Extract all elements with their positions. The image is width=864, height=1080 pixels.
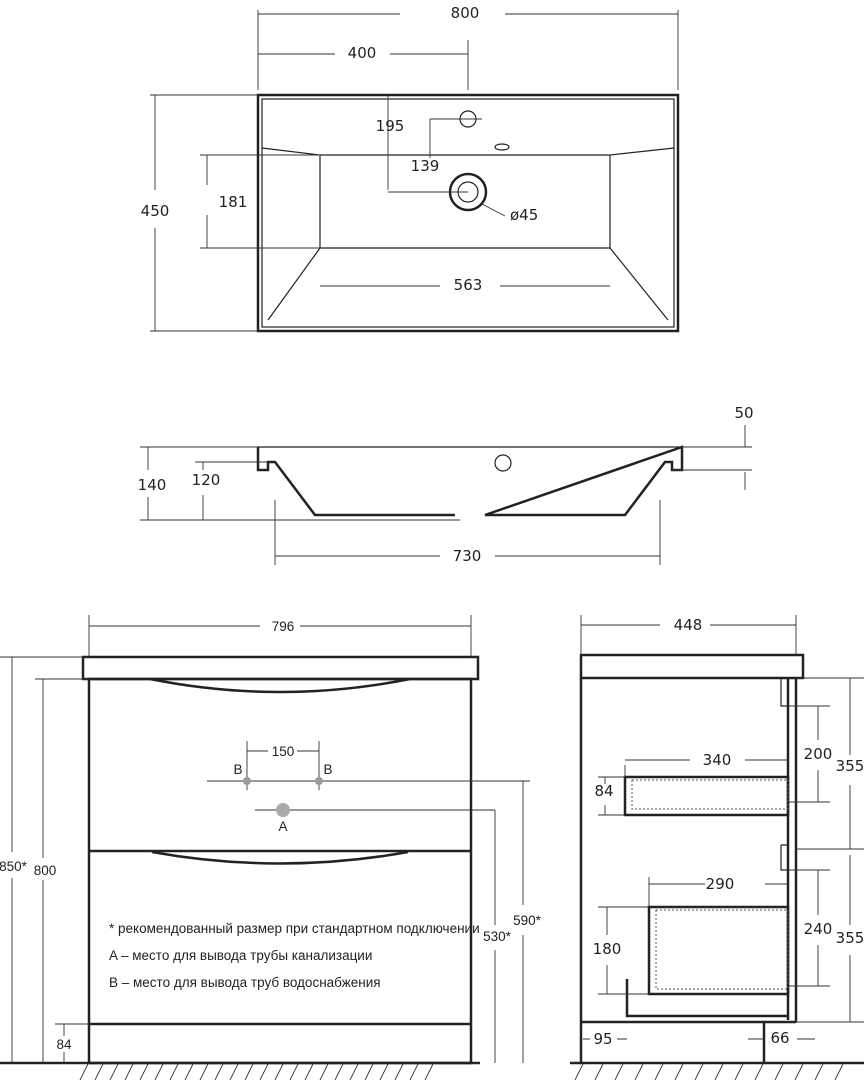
dim-530: 530* bbox=[483, 929, 512, 944]
dim-150: 150 bbox=[272, 744, 295, 759]
label-b-left: B bbox=[233, 762, 242, 777]
dim-195: 195 bbox=[376, 117, 405, 135]
dim-850: 850* bbox=[0, 859, 28, 874]
countertop bbox=[81, 655, 480, 681]
basin-plan-view: 800 400 450 181 195 139 ø45 563 bbox=[141, 4, 680, 333]
note-a: A – место для вывода трубы канализации bbox=[109, 948, 372, 963]
cabinet-front-view: 796 150 B B A 850* 800 84 590* 530* * ре… bbox=[0, 615, 542, 1080]
note-recommended: * рекомендованный размер при стандартном… bbox=[109, 921, 480, 936]
dim-width-800: 800 bbox=[451, 4, 480, 22]
dim-180: 180 bbox=[593, 940, 622, 958]
dim-120: 120 bbox=[192, 471, 221, 489]
drawer-handle bbox=[149, 677, 411, 865]
dim-84: 84 bbox=[56, 1037, 72, 1052]
dim-590: 590* bbox=[513, 913, 542, 928]
dim-depth-450: 450 bbox=[141, 202, 170, 220]
dim-290: 290 bbox=[706, 875, 735, 893]
dim-400: 400 bbox=[348, 44, 377, 62]
dim-240: 240 bbox=[804, 920, 833, 938]
dim-796: 796 bbox=[272, 619, 295, 634]
note-b: B – место для вывода труб водоснабжения bbox=[109, 975, 381, 990]
dim-84-drawer: 84 bbox=[594, 782, 613, 800]
dim-95: 95 bbox=[593, 1030, 612, 1048]
water-outlet-right-icon bbox=[315, 777, 323, 785]
dim-355-lower: 355 bbox=[836, 929, 864, 947]
basin-section-view: 140 120 50 730 bbox=[138, 404, 754, 565]
label-b-right: B bbox=[323, 762, 332, 777]
dim-50: 50 bbox=[734, 404, 753, 422]
lower-drawer bbox=[647, 905, 790, 996]
dim-139: 139 bbox=[411, 157, 440, 175]
dim-800: 800 bbox=[34, 863, 57, 878]
overflow-icon bbox=[494, 143, 510, 151]
drain-outlet-icon bbox=[276, 803, 290, 817]
water-outlet-left-icon bbox=[243, 777, 251, 785]
dim-drain-diameter: ø45 bbox=[510, 206, 538, 224]
dim-563: 563 bbox=[454, 276, 483, 294]
label-a: A bbox=[278, 819, 287, 834]
dim-200: 200 bbox=[804, 745, 833, 763]
cabinet-side-view: 448 340 84 200 355 355 290 180 240 95 66 bbox=[570, 615, 864, 1080]
dim-448: 448 bbox=[674, 616, 703, 634]
dim-140: 140 bbox=[138, 476, 167, 494]
dim-340: 340 bbox=[703, 751, 732, 769]
dim-730: 730 bbox=[453, 547, 482, 565]
dim-181: 181 bbox=[219, 193, 248, 211]
dim-355-upper: 355 bbox=[836, 757, 864, 775]
dim-66: 66 bbox=[770, 1029, 789, 1047]
